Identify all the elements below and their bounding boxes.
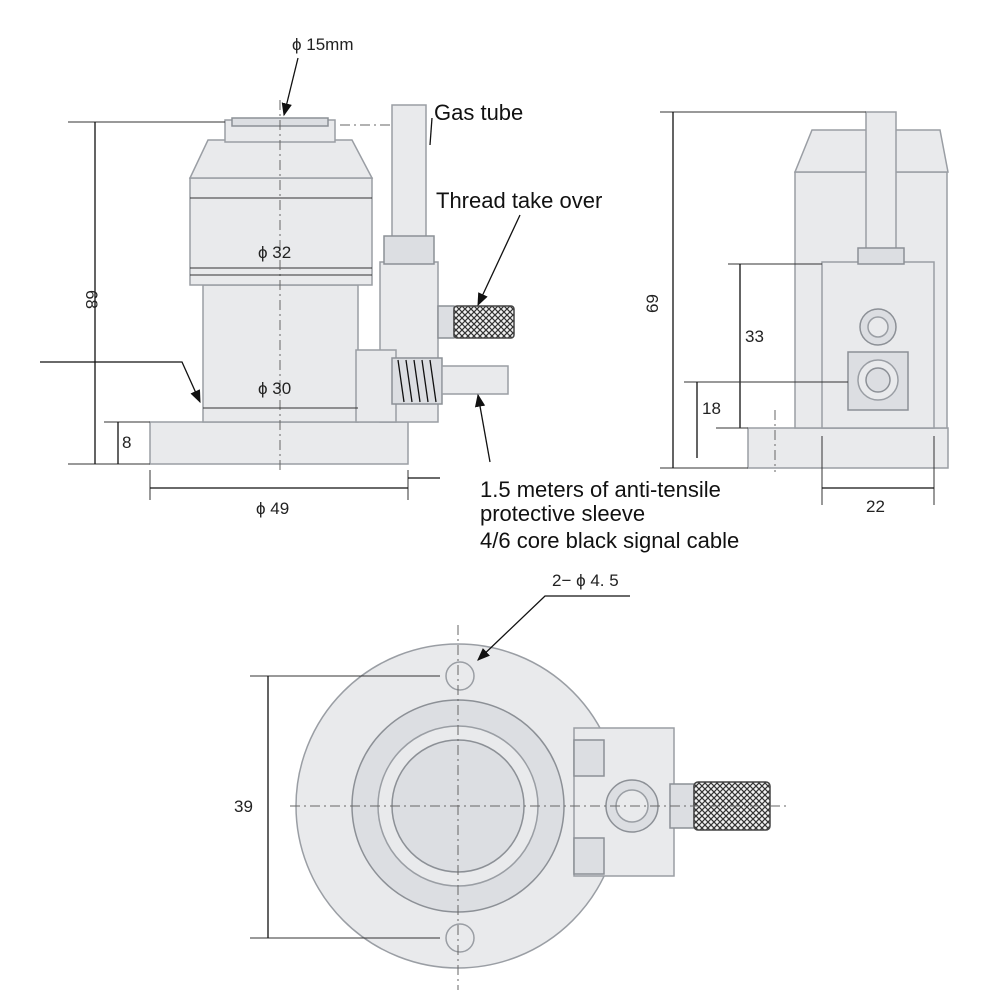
leader-holes xyxy=(477,595,630,661)
label-cable-line3: 4/6 core black signal cable xyxy=(480,528,739,553)
leader-tip-diameter xyxy=(281,57,299,117)
dim-port-height: 18 xyxy=(702,399,721,418)
side-base-plate xyxy=(747,427,949,469)
side-gas-tube xyxy=(865,111,897,253)
leader-thread xyxy=(477,214,521,307)
dim-base-diameter: ϕ 49 xyxy=(256,499,289,518)
dim-height-left: 68 xyxy=(82,290,101,309)
side-thread-port-inner xyxy=(867,316,889,338)
leader-lower-diameter xyxy=(40,361,201,404)
thread-knurl xyxy=(453,305,515,339)
cable-gland-block xyxy=(355,349,397,423)
dim-base-width: 22 xyxy=(866,497,885,516)
dim-height-right: 69 xyxy=(643,294,662,313)
top-block-step xyxy=(573,739,605,777)
leader-gas-tube xyxy=(429,117,433,146)
top-block-step xyxy=(573,837,605,875)
side-cable-port-inner xyxy=(865,367,891,393)
base-plate xyxy=(149,421,409,465)
label-cable-line2: protective sleeve xyxy=(480,501,645,526)
mount-hole-top xyxy=(445,661,475,691)
side-view xyxy=(660,111,949,505)
dim-lower-diameter: ϕ 30 xyxy=(258,379,291,398)
dim-upper-diameter: ϕ 32 xyxy=(258,243,291,262)
dim-base-thickness: 8 xyxy=(122,433,131,452)
signal-cable xyxy=(441,365,509,395)
gas-tube-nut xyxy=(383,235,435,265)
leader-cable xyxy=(474,393,491,463)
label-gas-tube: Gas tube xyxy=(434,100,523,125)
body-taper xyxy=(188,139,374,179)
label-thread-take-over: Thread take over xyxy=(436,188,602,213)
thread-nut xyxy=(437,305,455,339)
top-view xyxy=(250,595,790,990)
spring-coils xyxy=(397,359,437,403)
side-gas-nut xyxy=(857,247,905,265)
label-cable-line1: 1.5 meters of anti-tensile xyxy=(480,477,721,502)
mount-hole-bottom xyxy=(445,923,475,953)
upper-body xyxy=(189,177,373,286)
gas-tube-body xyxy=(391,104,427,244)
dim-tip-diameter: ϕ 15mm xyxy=(292,35,353,54)
front-view xyxy=(40,57,521,500)
dim-block-height: 33 xyxy=(745,327,764,346)
dim-hole-spec: 2− ϕ 4. 5 xyxy=(552,571,619,590)
dim-hole-spacing: 39 xyxy=(234,797,253,816)
